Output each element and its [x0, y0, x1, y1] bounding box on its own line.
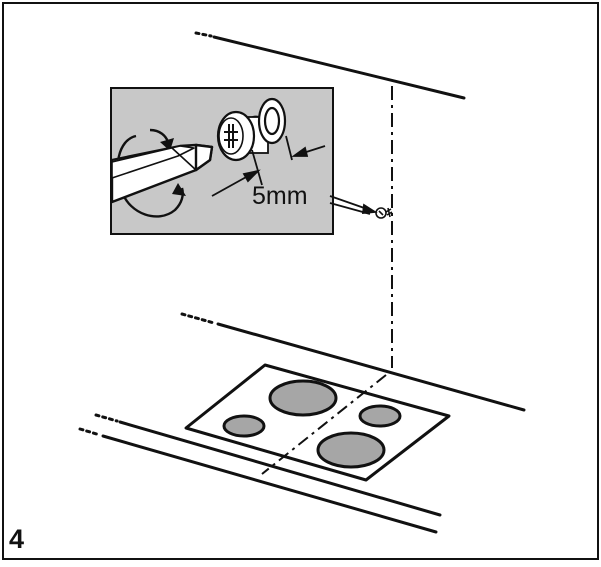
dimension-arrows: [211, 135, 326, 197]
dimension-label: 5mm: [252, 182, 308, 210]
burner-small-left: [222, 414, 266, 438]
upper-edge-line: [194, 31, 466, 100]
wall-screw-icon: [375, 207, 393, 219]
step-number: 4: [9, 524, 24, 554]
screwdriver-icon: [110, 143, 214, 204]
screw-icon: [216, 97, 287, 162]
callout-leaders: [329, 195, 378, 215]
worktop-back-line: [180, 312, 526, 412]
hob-center-line: [261, 374, 387, 475]
burner-small-right: [358, 404, 402, 428]
burner-large-front: [316, 431, 386, 469]
burner-large-back: [268, 379, 338, 417]
burners: [222, 379, 402, 469]
screw-detail-inset: 5mm: [110, 87, 334, 235]
worktop-front-lines: [78, 413, 442, 534]
